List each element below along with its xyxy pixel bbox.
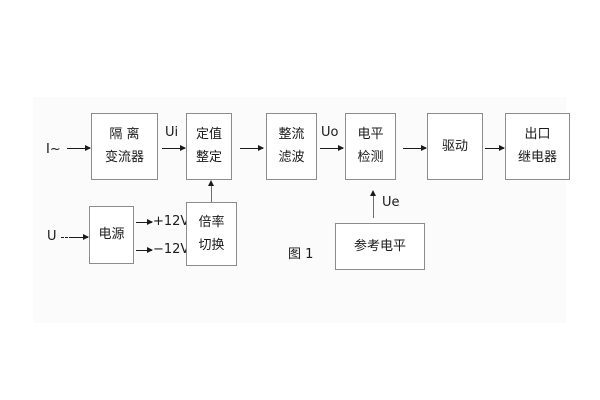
block-level-detect-line2: 检测 (357, 150, 384, 165)
rail-positive-label: +12V (153, 214, 190, 229)
block-setpoint-line2: 整定 (195, 150, 222, 165)
block-output-relay-line2: 继电器 (517, 150, 557, 165)
block-reference-level-line1: 参考电平 (353, 238, 406, 254)
block-setpoint[interactable]: 定值 整定 (186, 113, 232, 180)
block-isolation-ct-line1: 隔 离 (109, 127, 140, 143)
dashed-lead-input-voltage (61, 237, 72, 238)
arrow-input-to-isolation-ct (67, 144, 91, 151)
block-rectify-filter[interactable]: 整流 滤波 (266, 113, 317, 180)
block-driver[interactable]: 驱动 (427, 113, 483, 180)
block-setpoint-line1: 定值 (195, 127, 222, 143)
signal-ue-label: Ue (382, 195, 400, 210)
block-level-detect[interactable]: 电平 检测 (345, 113, 396, 180)
block-power-supply-line1: 电源 (98, 227, 125, 243)
arrow-multiplier-switch-to-setpoint (207, 180, 214, 202)
block-multiplier-switch-line2: 切换 (198, 237, 225, 253)
block-rectify-filter-line2: 滤波 (278, 150, 305, 165)
block-level-detect-line1: 电平 (357, 127, 384, 143)
arrow-input-to-power-supply (70, 233, 89, 240)
block-output-relay-line1: 出口 (524, 127, 551, 143)
signal-uo-label: Uo (321, 125, 339, 140)
arrow-rail-positive (136, 218, 153, 225)
arrow-rail-negative (136, 246, 153, 253)
block-driver-line1: 驱动 (441, 138, 468, 154)
arrow-driver-to-output-relay (485, 144, 505, 151)
input-current-label: I~ (46, 142, 61, 157)
figure-caption: 图 1 (288, 247, 314, 262)
block-isolation-ct[interactable]: 隔 离 变流器 (91, 113, 158, 180)
block-power-supply[interactable]: 电源 (89, 206, 134, 264)
block-output-relay[interactable]: 出口 继电器 (505, 113, 570, 180)
arrow-setpoint-to-rectify-filter (240, 144, 264, 151)
arrow-level-detect-to-driver (403, 144, 427, 151)
block-reference-level[interactable]: 参考电平 (335, 223, 425, 270)
block-multiplier-switch[interactable]: 倍率 切换 (186, 202, 237, 266)
block-multiplier-switch-line1: 倍率 (198, 214, 225, 230)
block-isolation-ct-line2: 变流器 (104, 150, 144, 165)
arrow-rectify-filter-to-level-detect (320, 144, 344, 151)
arrow-isolation-ct-to-setpoint (162, 144, 186, 151)
arrow-reference-level-to-level-detect (369, 190, 376, 218)
block-rectify-filter-line1: 整流 (278, 127, 305, 143)
signal-ui-label: Ui (165, 125, 179, 140)
input-voltage-label: U (47, 229, 57, 244)
rail-negative-label: −12V (153, 242, 190, 257)
